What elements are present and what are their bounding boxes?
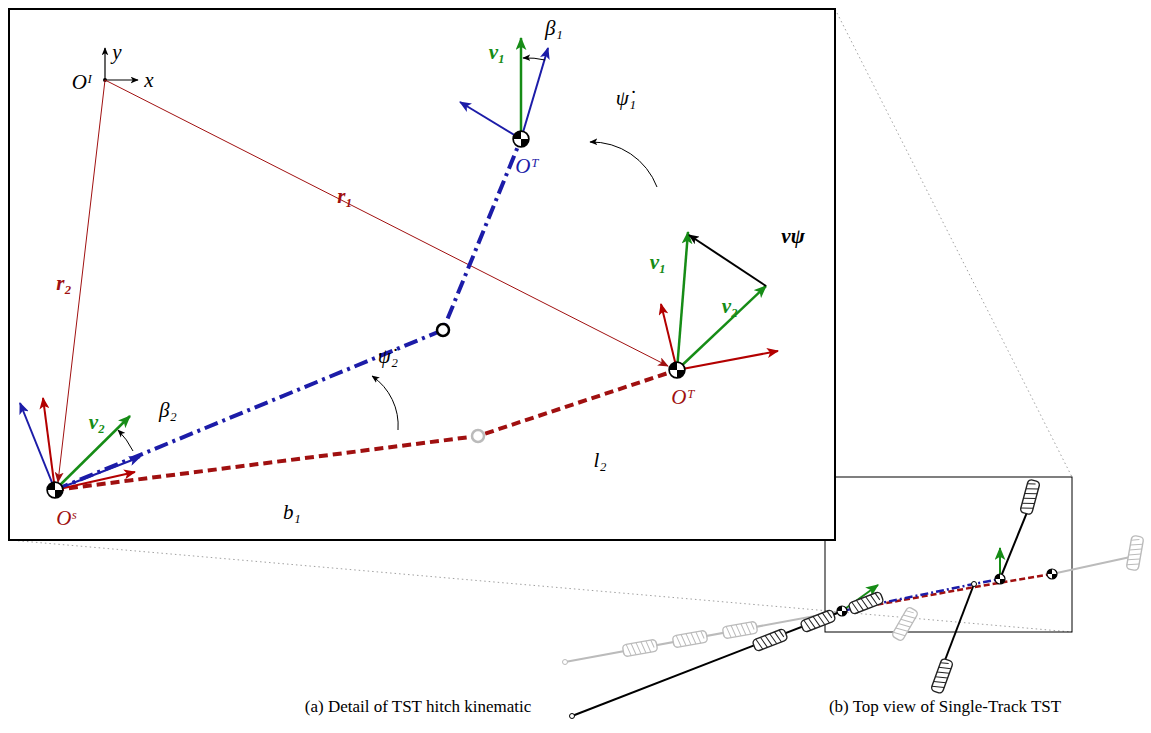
velocity-vector: vψ bbox=[781, 226, 804, 247]
subfigure-caption: (a) Detail of TST hitch kinematic bbox=[305, 698, 531, 715]
slip-angle: β₂ bbox=[159, 400, 177, 421]
link-length: l₂ bbox=[593, 450, 606, 471]
axis-label: y bbox=[112, 42, 121, 63]
frame-origin: Oᵀ bbox=[671, 387, 694, 408]
subfigure-caption: (b) Top view of Single-Track TST bbox=[829, 698, 1061, 715]
link-length: b₁ bbox=[283, 502, 301, 523]
velocity-vector: v₁ bbox=[489, 42, 506, 63]
velocity-vector: v₂ bbox=[722, 296, 739, 317]
frame-origin: Oᵀ bbox=[515, 156, 538, 177]
yaw-rate: ψ̇₁ bbox=[616, 88, 636, 109]
axis-label: x bbox=[144, 70, 153, 91]
velocity-vector: v₁ bbox=[650, 252, 667, 273]
position-vector: r₁ bbox=[337, 186, 353, 207]
slip-angle: β₁ bbox=[545, 18, 563, 39]
position-vector: r₂ bbox=[56, 273, 72, 294]
frame-origin: Oˢ bbox=[56, 508, 76, 529]
yaw-rate: ψ̇₂ bbox=[378, 346, 398, 367]
velocity-vector: v₂ bbox=[89, 412, 106, 433]
frame-origin: Oᴵ bbox=[72, 72, 93, 93]
